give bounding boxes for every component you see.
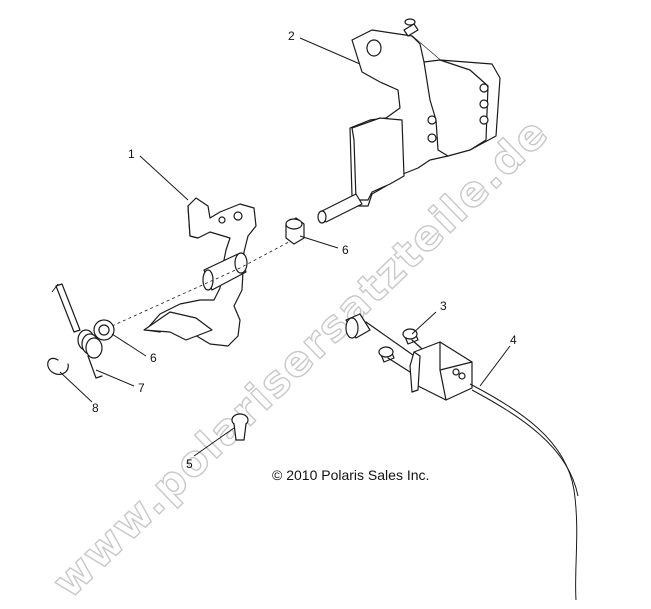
part-8-clip <box>47 357 69 376</box>
callout-4: 4 <box>510 333 517 347</box>
callout-8: 8 <box>92 401 99 415</box>
copyright-text: © 2010 Polaris Sales Inc. <box>272 467 429 483</box>
callout-7: 7 <box>138 381 145 395</box>
part-1-pedal <box>143 197 257 347</box>
callout-5: 5 <box>186 457 193 471</box>
callout-6-upper: 6 <box>342 243 349 257</box>
part-3-fasteners <box>378 328 431 373</box>
part-2-bracket <box>317 18 501 224</box>
callout-leaders <box>59 37 511 457</box>
part-5-pin <box>231 413 249 441</box>
callout-3: 3 <box>440 299 447 313</box>
part-6-bushing-lower <box>93 319 115 341</box>
assembly-line <box>111 235 301 327</box>
callout-2: 2 <box>288 29 295 43</box>
callout-6-lower: 6 <box>150 351 157 365</box>
callout-1: 1 <box>128 147 135 161</box>
part-6-bushing-upper <box>285 217 305 245</box>
part-7-spring <box>51 283 103 379</box>
part-4-cable <box>345 313 579 601</box>
watermark: www.polarisersatzteile.de <box>43 107 558 607</box>
